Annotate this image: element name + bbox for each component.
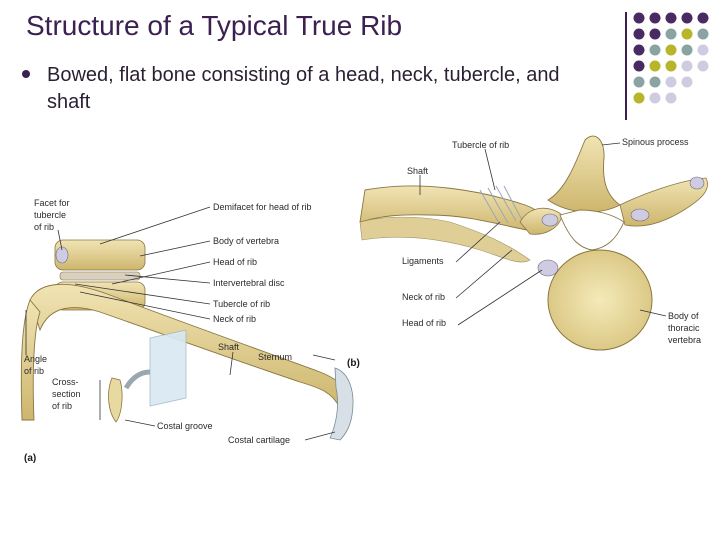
label-angle-of-rib-2: of rib [24,366,44,376]
label-body-of-vertebra: Body of vertebra [213,236,279,246]
dot [649,60,661,72]
dot [681,76,693,88]
label-shaft-b: Shaft [407,166,429,176]
label-body-thoracic-1: Body of [668,311,699,321]
dot [681,12,693,24]
dot [681,60,693,72]
figure-a: Facet for tubercle of rib Demifacet for … [20,198,354,464]
dot [649,92,661,104]
dot [665,44,677,56]
dot [697,12,709,24]
panel-label-b: (b) [347,358,360,369]
label-tubercle-of-rib-a: Tubercle of rib [213,299,270,309]
dot [681,28,693,40]
costal-cartilage-shape [329,367,354,441]
dot [633,92,645,104]
dot [633,12,645,24]
label-ligaments: Ligaments [402,256,444,266]
bullet-icon [22,70,30,78]
label-head-of-rib-b: Head of rib [402,318,446,328]
dot [633,76,645,88]
label-body-thoracic-2: thoracic [668,323,700,333]
label-facet-tubercle-3: of rib [34,222,54,232]
dot [665,60,677,72]
label-cross-section-3: of rib [52,401,72,411]
figure-b: Tubercle of rib Spinous process Shaft Li… [347,135,708,369]
vertebral-arch-shape [559,209,625,251]
label-facet-tubercle-1: Facet for [34,198,70,208]
label-demifacet: Demifacet for head of rib [213,202,312,212]
dot [633,60,645,72]
label-shaft-a: Shaft [218,342,240,352]
label-facet-tubercle-2: tubercle [34,210,66,220]
dot [649,12,661,24]
dot [665,28,677,40]
label-costal-groove: Costal groove [157,421,213,431]
label-cross-section-1: Cross- [52,377,79,387]
dot [649,76,661,88]
cross-section-arrow [123,369,151,390]
spinous-process-shape [547,135,621,213]
dot [697,44,709,56]
dot [665,76,677,88]
dot [665,12,677,24]
label-costal-cartilage: Costal cartilage [228,435,290,445]
title-divider [625,12,627,120]
bullet-text: Bowed, flat bone consisting of a head, n… [47,64,560,113]
label-tubercle-of-rib-b: Tubercle of rib [452,140,509,150]
dot [697,28,709,40]
cross-section-shape [108,377,123,423]
label-head-of-rib-a: Head of rib [213,257,257,267]
dot [665,92,677,104]
cross-section-plane [149,329,187,407]
label-spinous-process: Spinous process [622,137,689,147]
panel-label-a: (a) [24,453,36,464]
ligaments-shape [479,185,523,226]
rib-anatomy-figure: Facet for tubercle of rib Demifacet for … [20,135,708,464]
label-neck-of-rib-a: Neck of rib [213,314,256,324]
label-neck-of-rib-b: Neck of rib [402,292,445,302]
label-sternum: Sternum [258,352,292,362]
dot [697,60,709,72]
label-intervertebral-disc: Intervertebral disc [213,278,285,288]
dot [681,44,693,56]
decorative-dot-grid [633,12,709,104]
rib-b-lower-shape [359,216,531,263]
dot [649,28,661,40]
dot [633,28,645,40]
label-cross-section-2: section [52,389,81,399]
label-body-thoracic-3: vertebra [668,335,701,345]
vertebral-body-shape [547,249,653,351]
slide-title: Structure of a Typical True Rib [26,10,403,41]
dot [633,44,645,56]
dot [649,44,661,56]
label-angle-of-rib-1: Angle [24,354,47,364]
